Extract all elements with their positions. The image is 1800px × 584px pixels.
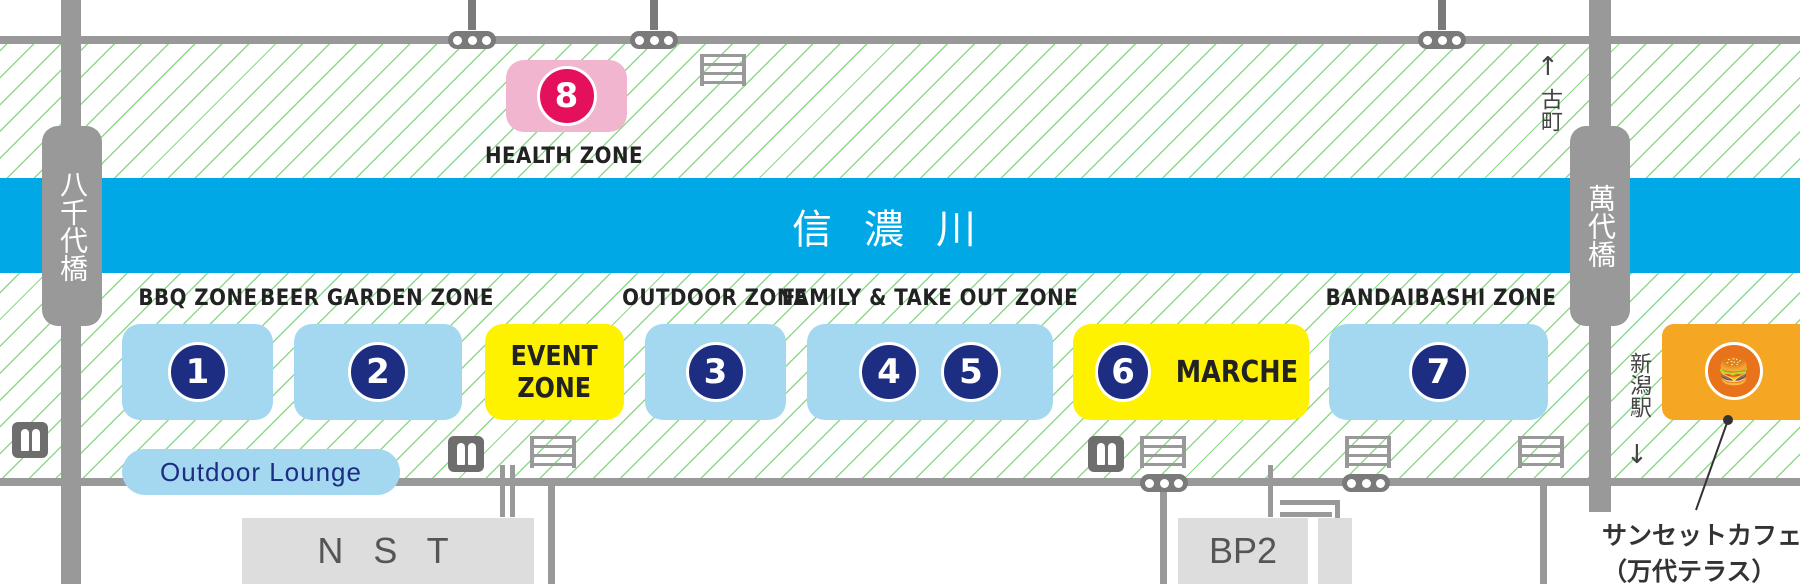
outdoor-lounge[interactable]: Outdoor Lounge (122, 449, 400, 495)
stairs-icon (530, 436, 576, 468)
zone-outdoor-label: OUTDOOR ZONE (622, 286, 808, 311)
bandai-bridge-label: 萬代橋 (1570, 126, 1630, 326)
traffic-signal-icon (1342, 474, 1390, 492)
zone-bandaibashi-label: BANDAIBASHI ZONE (1325, 286, 1557, 311)
arrow-up-icon: ↑ (1537, 52, 1559, 82)
signal-post (468, 0, 476, 30)
bp2-annex (1318, 518, 1352, 584)
ramp-line-2 (510, 465, 515, 517)
zone-outdoor-box[interactable]: 3 (645, 324, 786, 420)
bottom-road (0, 478, 1590, 486)
zone-number-7: 7 (1408, 342, 1469, 402)
bottom-road-right (1590, 478, 1800, 486)
burger-drink-icon: 🍔 (1705, 342, 1763, 400)
shinano-river: 信濃川 (0, 178, 1800, 273)
traffic-signal-icon (448, 31, 496, 49)
zone-family-label: FAMILY & TAKE OUT ZONE (781, 286, 1079, 311)
zone-family-box[interactable]: 4 5 (807, 324, 1053, 420)
zone-bbq-label: BBQ ZONE (138, 286, 258, 311)
traffic-signal-icon (1418, 31, 1466, 49)
ramp-line-5 (1280, 512, 1332, 517)
sunset-cafe-location: （万代テラス） (1602, 557, 1777, 584)
ramp-line-1 (500, 465, 505, 517)
bp2-building: BP2 (1178, 518, 1308, 584)
ramp-line-3 (1268, 465, 1273, 517)
zone-number-1: 1 (167, 342, 228, 402)
nst-lane (548, 482, 555, 584)
yachiyo-bridge-label: 八千代橋 (42, 126, 102, 326)
zone-number-3: 3 (685, 342, 746, 402)
zone-bbq-box[interactable]: 1 (122, 324, 273, 420)
zone-number-6: 6 (1095, 342, 1152, 402)
arrow-down-icon: ↓ (1626, 440, 1648, 470)
stairs-icon (1518, 436, 1564, 468)
stairs-icon (1140, 436, 1186, 468)
stairs-icon (1345, 436, 1391, 468)
niigata-station-direction-label: 新潟駅 (1626, 352, 1651, 418)
top-road (0, 36, 1800, 44)
furumachi-direction-label: 古町 (1537, 88, 1562, 132)
zone-number-4: 4 (859, 342, 919, 402)
signal-post (1438, 0, 1446, 30)
nst-building: N S T (242, 518, 534, 584)
restroom-icon (448, 436, 484, 472)
signal-post (650, 0, 658, 30)
sunset-cafe-label: サンセットカフェ （万代テラス） (1602, 518, 1800, 584)
traffic-signal-icon (1140, 474, 1188, 492)
zone-health-box[interactable]: 8 (506, 60, 627, 132)
zone-number-2: 2 (348, 342, 408, 402)
traffic-signal-icon (630, 31, 678, 49)
zone-event-text: EVENT ZONE (510, 339, 599, 404)
zone-beer-label: BEER GARDEN ZONE (260, 286, 494, 311)
zone-number-8: 8 (536, 66, 597, 126)
zone-number-5: 5 (941, 342, 1001, 402)
bp2-lane-right (1540, 482, 1547, 584)
stairs-icon (700, 54, 746, 86)
bp2-lane-left (1160, 482, 1167, 584)
zone-marche-box[interactable]: 6 MARCHE (1073, 324, 1309, 420)
zone-beer-box[interactable]: 2 (294, 324, 462, 420)
restroom-icon (12, 422, 48, 458)
sunset-cafe-name: サンセットカフェ (1602, 521, 1800, 550)
zone-event-box[interactable]: EVENT ZONE (485, 324, 624, 420)
zone-health-label: HEALTH ZONE (484, 144, 644, 169)
zone-marche-text: MARCHE (1175, 354, 1299, 390)
zone-bandaibashi-box[interactable]: 7 (1329, 324, 1548, 420)
ramp-line-4 (1280, 500, 1340, 505)
river-label: 信濃川 (792, 206, 1008, 253)
restroom-icon (1088, 436, 1124, 472)
